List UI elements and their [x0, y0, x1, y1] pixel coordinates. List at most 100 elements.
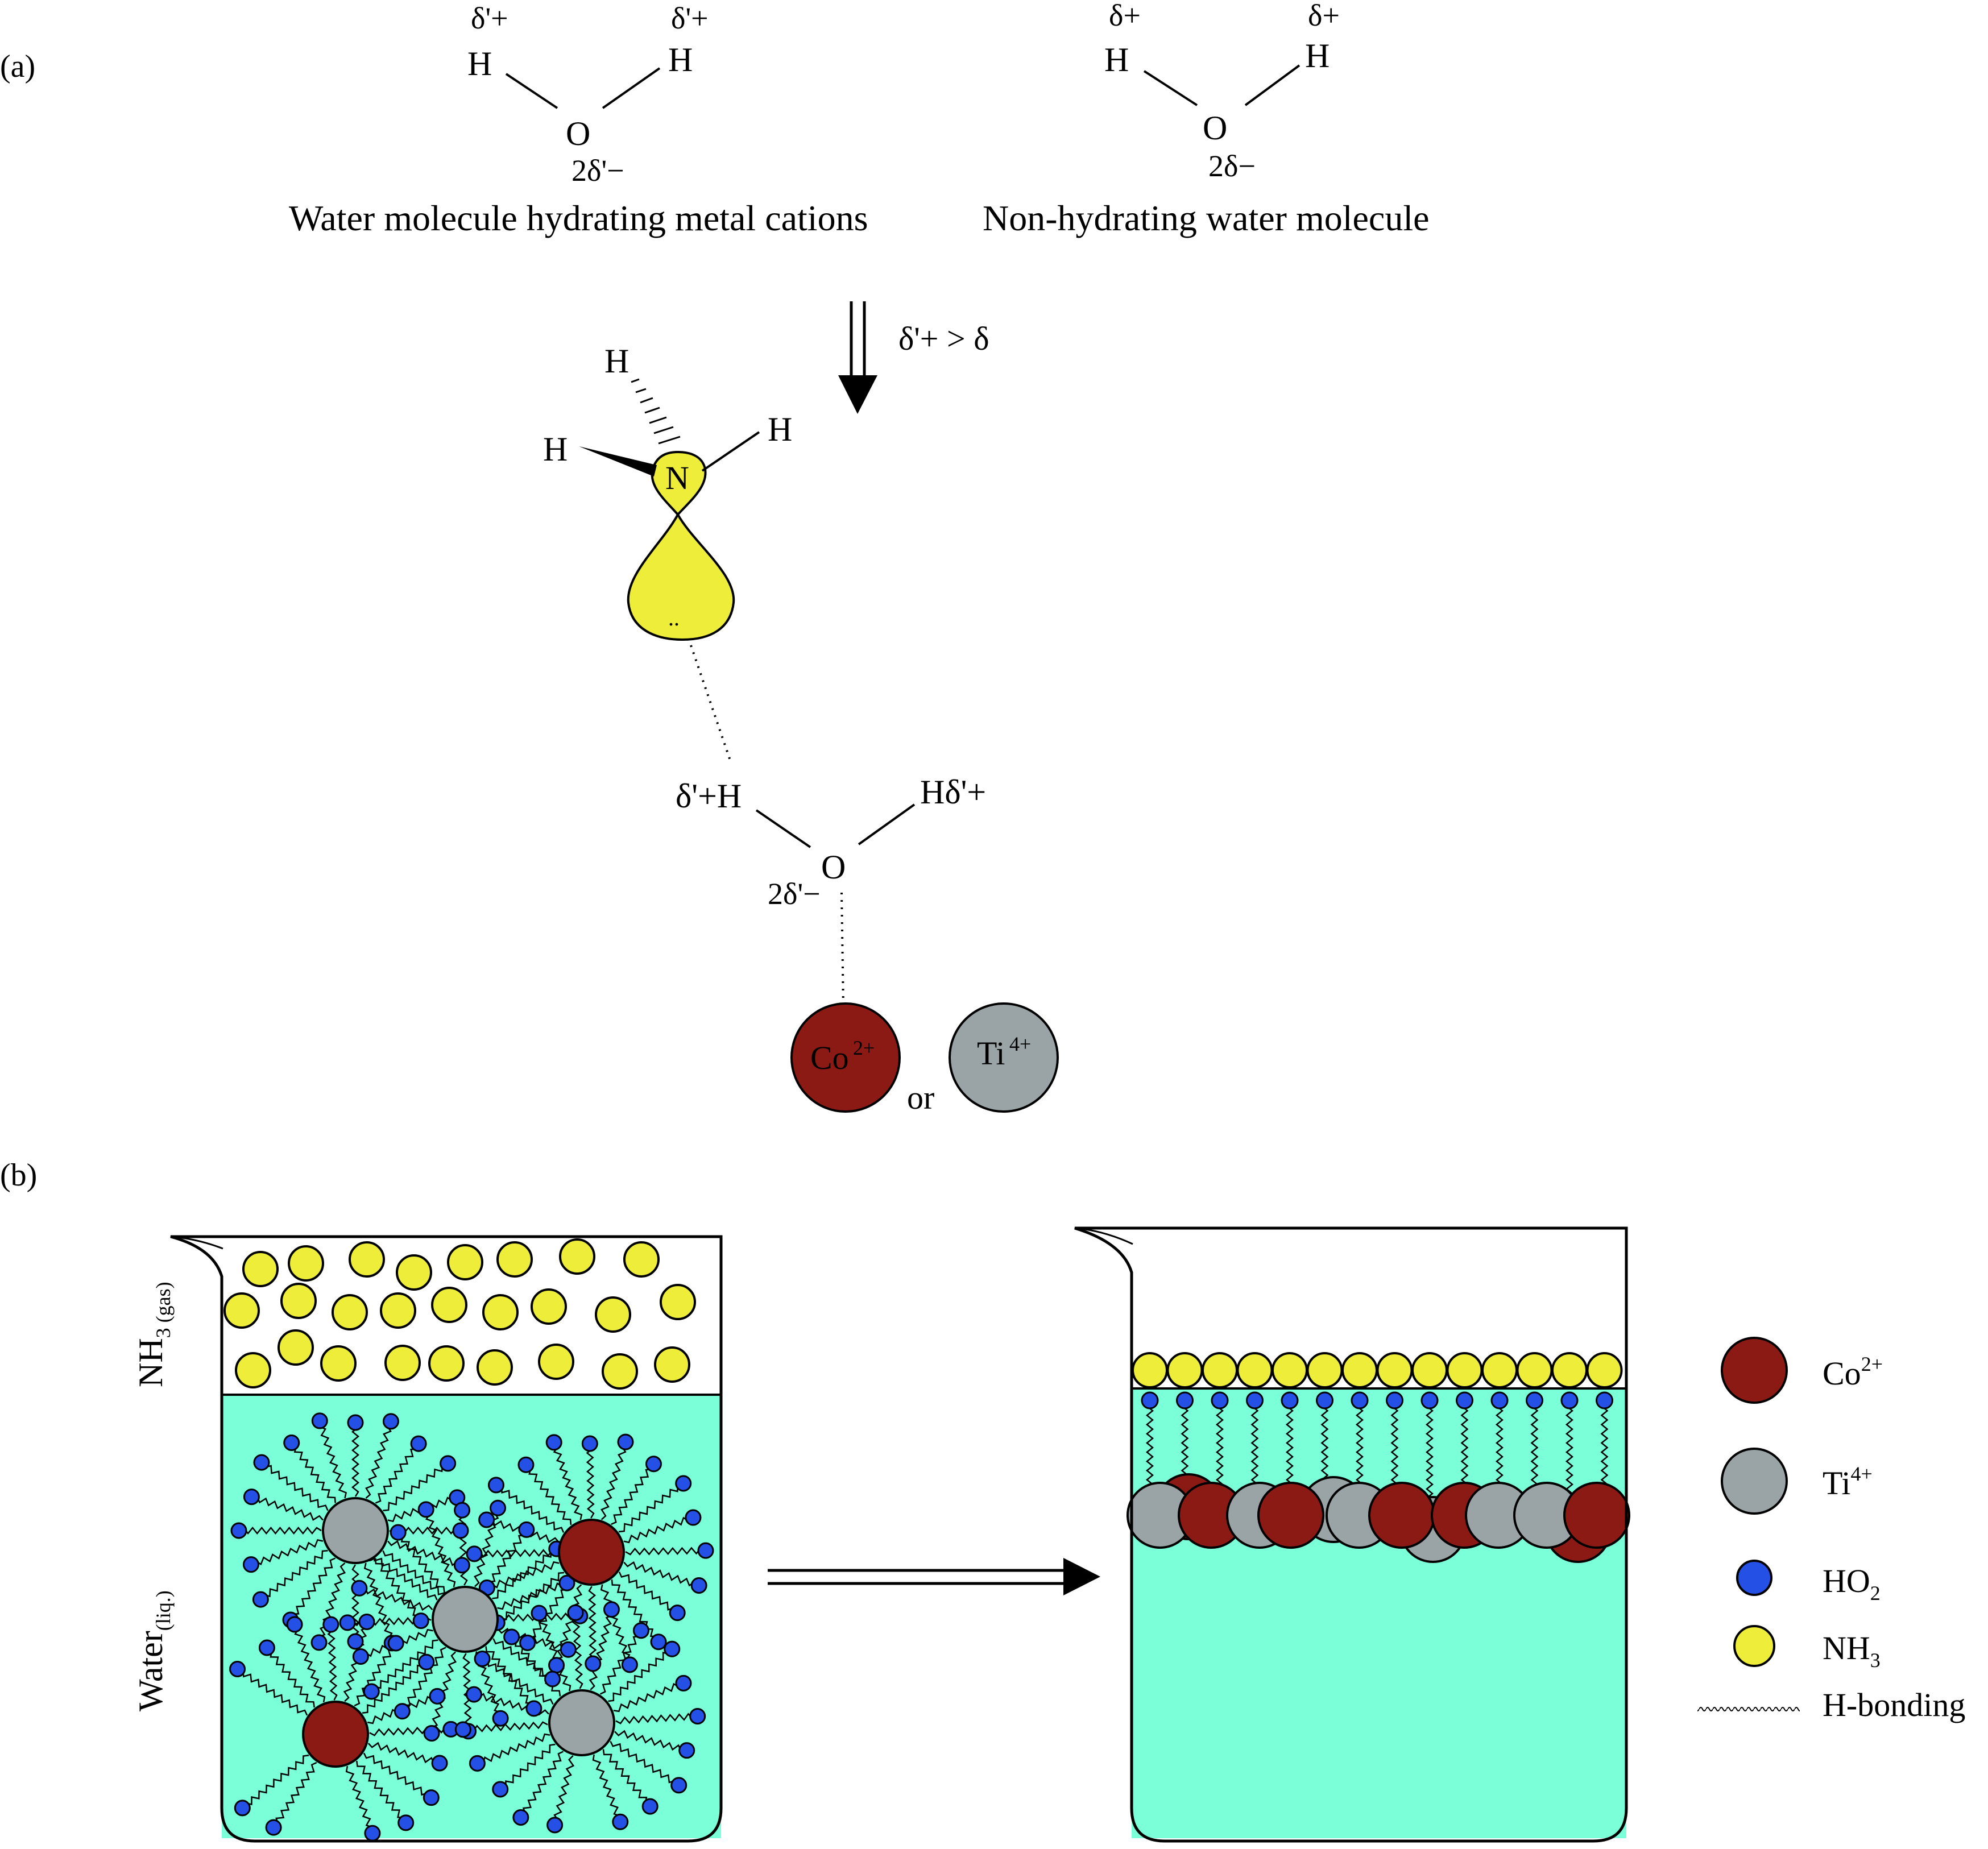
hbond-chain [618, 1572, 677, 1615]
ho2-molecule [364, 1825, 381, 1842]
ti-ion [548, 1689, 615, 1756]
ho2-molecule [1316, 1391, 1333, 1409]
ho2-molecule [612, 1813, 629, 1830]
ho2-molecule [478, 1511, 495, 1528]
legend-ti-icon [1721, 1448, 1788, 1515]
ho2-layer [1141, 1391, 1613, 1409]
ho2-molecule [363, 1683, 380, 1700]
nh3-molecule [242, 1251, 279, 1287]
hbond-chain [387, 1540, 462, 1569]
right-beaker [1074, 1226, 1630, 1843]
bonded-o-charge: 2δ'− [768, 877, 821, 911]
nh3-molecule [1166, 1352, 1203, 1388]
hbond-chain [592, 1754, 623, 1823]
hbond-chain [602, 1749, 653, 1806]
nh3-molecule [1446, 1352, 1483, 1388]
nh3-molecule [349, 1241, 385, 1278]
hbond-chain [383, 1463, 450, 1511]
ho2-molecule [286, 1616, 303, 1633]
nonhydrating-bond-right [1244, 64, 1301, 106]
legend-ho2-label: HO2 [1823, 1562, 1881, 1605]
hbond-chain [356, 1760, 407, 1825]
hbond-chain [243, 1755, 309, 1810]
nh3-molecule [1306, 1352, 1343, 1388]
ho2-molecule [1176, 1391, 1194, 1409]
ho2-molecule [358, 1614, 375, 1631]
bonded-h-left: δ'+H [676, 777, 742, 815]
hydrating-o-charge: 2δ'− [571, 154, 624, 188]
ho2-molecule [440, 1455, 457, 1472]
ho2-molecule [492, 1710, 509, 1727]
ho2-molecule [347, 1633, 364, 1650]
ho2-molecule [558, 1574, 575, 1591]
bonded-water-molecule: δ'+H Hδ'+ O 2δ'− [676, 773, 986, 911]
hbond-chain [358, 1586, 433, 1611]
ho2-molecule [347, 1414, 364, 1431]
hbond-chain [423, 1510, 456, 1587]
nh3-molecule [660, 1284, 696, 1320]
ho2-molecule [585, 1655, 602, 1672]
hbond-chain [375, 1441, 420, 1504]
ho2-molecule [525, 1700, 542, 1717]
ho2-molecule [617, 1433, 634, 1450]
ho2-molecule [492, 1781, 509, 1798]
hbond-chain [1426, 1401, 1434, 1499]
ho2-molecules [229, 1412, 714, 1842]
hbond-chain [475, 1733, 550, 1765]
ho2-molecule [382, 1413, 399, 1430]
arrow-label: δ'+ > δ [898, 320, 989, 357]
hbond-chain [586, 1443, 595, 1519]
ho2-molecule [423, 1725, 440, 1742]
nh3-molecule [223, 1292, 260, 1329]
right-interface-layer [1126, 1352, 1630, 1563]
hbond-chain [363, 1562, 395, 1643]
hbond-chain [351, 1564, 359, 1642]
ho2-molecule [685, 1509, 702, 1526]
nh3-molecule [559, 1238, 595, 1275]
ho2-molecule [670, 1777, 687, 1794]
hbond-chain [264, 1648, 315, 1708]
nh3-layer [1132, 1352, 1623, 1388]
ho2-molecule [352, 1648, 369, 1665]
co-cation-charge: 2+ [853, 1037, 875, 1059]
hbond-chain [492, 1638, 552, 1682]
cation-pair: Co 2+ or Ti 4+ [790, 1002, 1059, 1116]
hbond-chain [611, 1462, 655, 1525]
ho2-molecule [1141, 1391, 1159, 1409]
hbond-chain [600, 1442, 629, 1520]
hydrating-bond-right [602, 67, 661, 109]
nh3-molecule [477, 1349, 513, 1386]
ho2-molecule [452, 1522, 469, 1539]
ho2-molecule [621, 1656, 638, 1673]
co-cation-icon [790, 1002, 901, 1113]
ho2-molecule [518, 1521, 535, 1538]
hbond-chain [536, 1613, 571, 1692]
ho2-molecule [669, 1605, 686, 1622]
hbond-chain [351, 1422, 359, 1497]
co-cation-label: Co [810, 1039, 849, 1076]
co-ion [302, 1701, 369, 1768]
ho2-molecule [252, 1591, 269, 1608]
ho2-molecule [678, 1742, 695, 1759]
nh3-molecule [384, 1345, 421, 1381]
hbond-chain [497, 1580, 567, 1610]
nh3-molecule [288, 1245, 324, 1282]
nh3-molecule [431, 1287, 467, 1323]
hbond-chain [235, 1668, 308, 1716]
hbond-chain [396, 1533, 445, 1593]
ho2-molecule [394, 1703, 411, 1720]
ti-ion [432, 1586, 499, 1653]
ho2-molecule [418, 1653, 435, 1670]
ho2-molecule [465, 1686, 482, 1703]
hbond-chain [363, 1752, 430, 1801]
ho2-molecule [417, 1501, 434, 1518]
legend-ti-label: Ti4+ [1823, 1462, 1873, 1502]
nh3-molecule [1236, 1352, 1273, 1388]
hbond-chain [262, 1550, 328, 1602]
ho2-molecule [567, 1604, 584, 1621]
ho2-molecule [675, 1475, 692, 1492]
hbond-chain [610, 1740, 678, 1788]
ho2-molecule [253, 1454, 270, 1471]
nonhydrating-o-charge: 2δ− [1208, 149, 1256, 183]
non-hydrating-water-molecule: δ+ δ+ H H O 2δ− Non-hydrating water mole… [983, 0, 1430, 238]
